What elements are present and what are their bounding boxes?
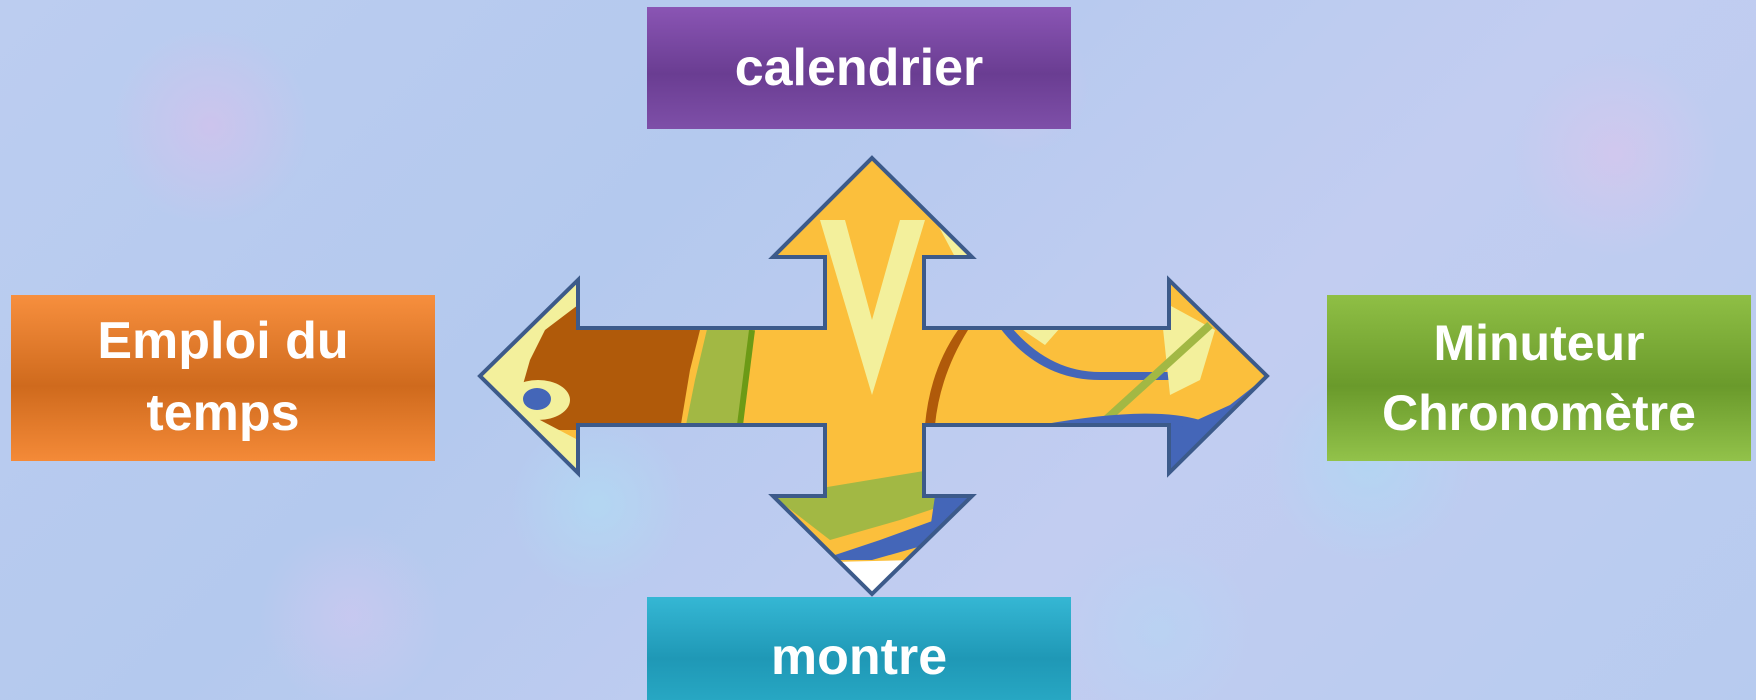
calendrier-label: calendrier: [734, 39, 984, 97]
montre-box: montre: [647, 597, 1071, 700]
calendrier-box: calendrier: [647, 7, 1071, 129]
minuteur-label: Minuteur: [1433, 315, 1645, 371]
arrow-outline: [477, 155, 1270, 597]
minuteur-chronometre-box: Minuteur Chronomètre: [1327, 295, 1751, 461]
arrow-fill-pattern: [480, 158, 1267, 594]
chronometre-label: Chronomètre: [1382, 385, 1696, 441]
emploi-du-temps-box: Emploi du temps: [11, 295, 435, 461]
emploi-du-temps-label-line1: Emploi du: [97, 312, 349, 371]
montre-label: montre: [770, 628, 948, 686]
emploi-du-temps-label-line2: temps: [146, 384, 300, 442]
